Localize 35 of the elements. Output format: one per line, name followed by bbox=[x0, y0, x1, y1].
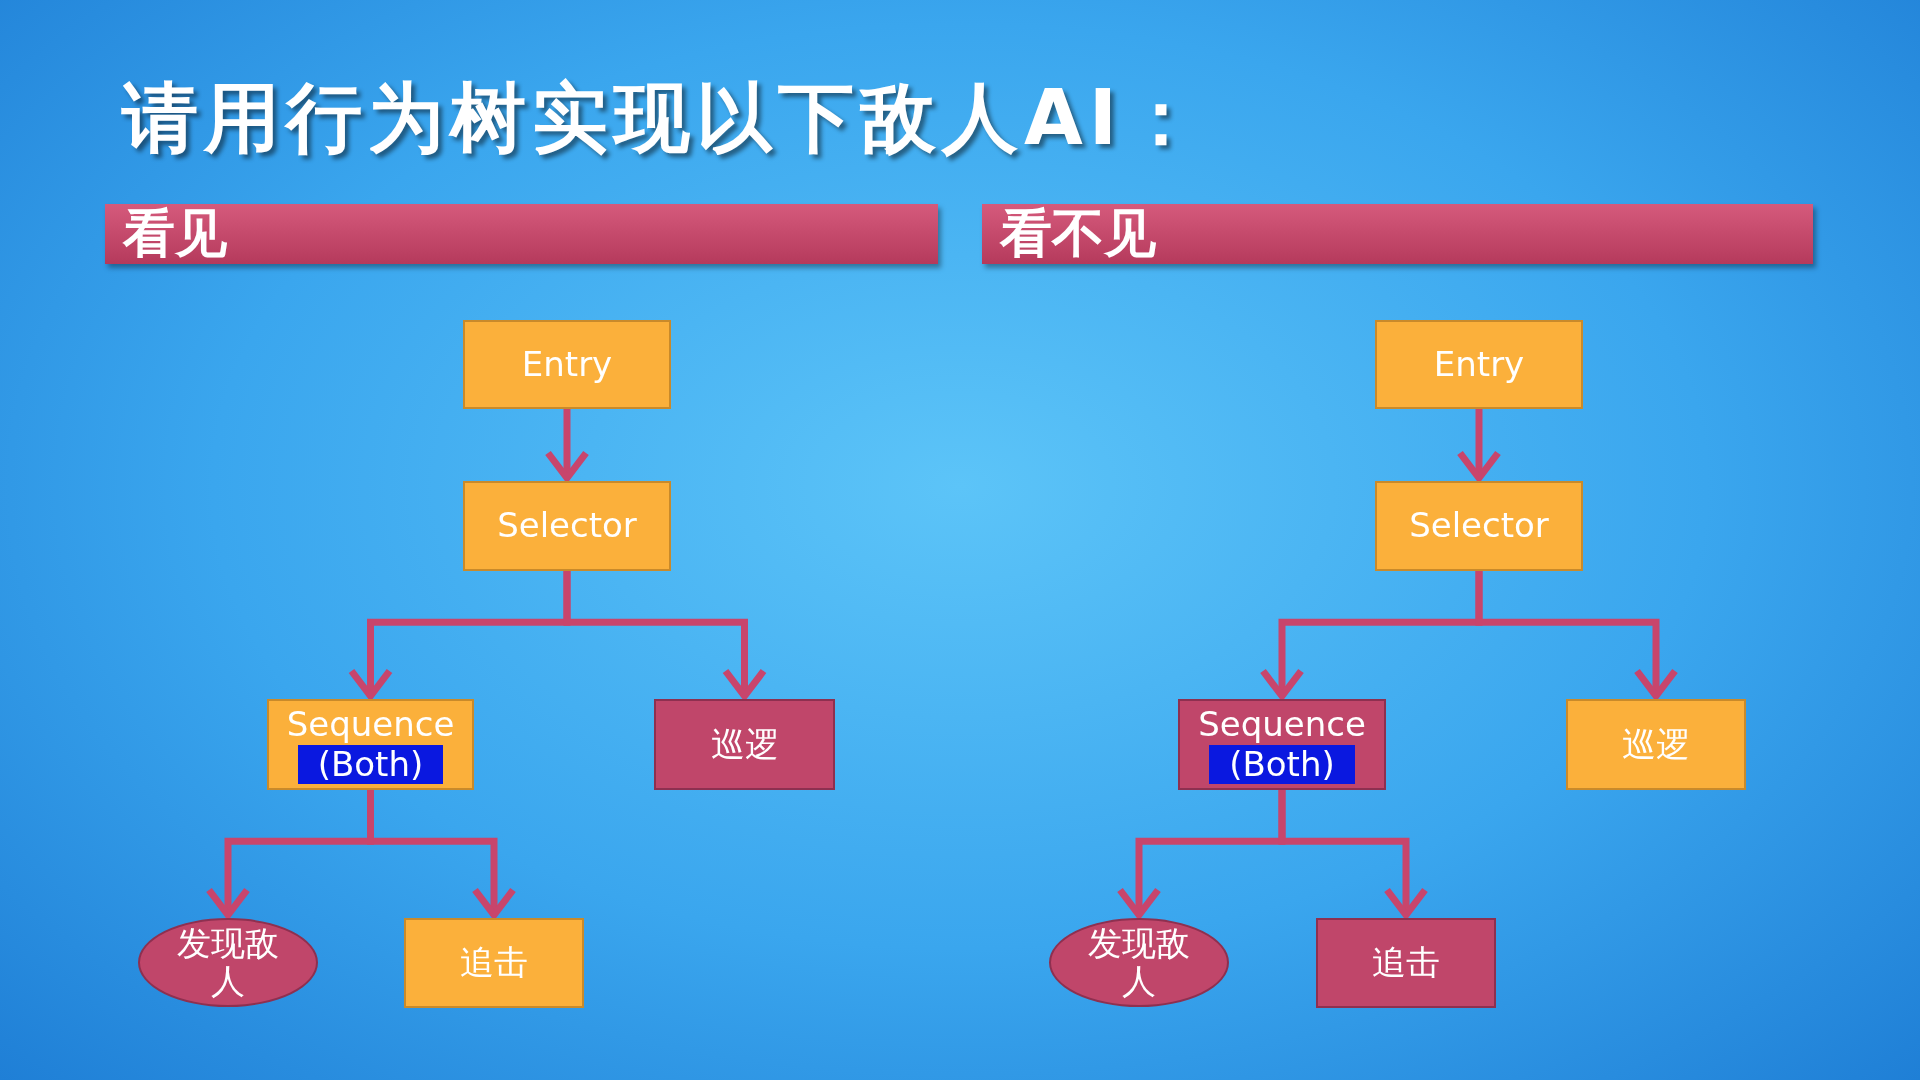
process-box bbox=[1375, 320, 1583, 409]
section-banner bbox=[105, 204, 938, 264]
box-label: 追击 bbox=[1372, 943, 1440, 983]
box-label: 发现敌人 bbox=[177, 925, 279, 1000]
process-box bbox=[654, 699, 835, 790]
banner-label: 看见 bbox=[123, 202, 227, 265]
box-label: 发现敌人 bbox=[1088, 925, 1190, 1000]
process-box bbox=[1316, 918, 1496, 1008]
arrow bbox=[544, 409, 590, 482]
box-label: 巡逻 bbox=[1622, 724, 1690, 765]
title: 请用行为树实现以下敌人AI： bbox=[122, 72, 1206, 164]
box-label: Sequence bbox=[1198, 705, 1366, 745]
arrow bbox=[367, 790, 517, 919]
process-box bbox=[267, 699, 474, 790]
arrow bbox=[1475, 571, 1679, 700]
arrow bbox=[563, 571, 767, 700]
arrow bbox=[1456, 409, 1502, 482]
box-label: Selector bbox=[1409, 506, 1549, 546]
box-label: Selector bbox=[497, 506, 637, 546]
box-label: 巡逻 bbox=[710, 724, 779, 765]
section-banner bbox=[982, 204, 1813, 264]
box-label: Entry bbox=[1433, 344, 1525, 385]
parameter-tag: (Both) bbox=[1209, 744, 1355, 784]
parameter-tag: (Both) bbox=[297, 744, 444, 784]
process-box bbox=[1375, 481, 1583, 571]
process-box bbox=[463, 320, 671, 409]
arrow bbox=[1278, 790, 1429, 919]
process-box bbox=[1178, 699, 1386, 790]
process-box bbox=[1566, 699, 1746, 790]
box-label: Sequence bbox=[286, 705, 455, 745]
box-label: 追击 bbox=[460, 943, 528, 983]
box-label: Entry bbox=[521, 344, 613, 385]
banner-label: 看不见 bbox=[1000, 202, 1156, 265]
process-box bbox=[463, 481, 671, 571]
process-box bbox=[404, 918, 584, 1008]
